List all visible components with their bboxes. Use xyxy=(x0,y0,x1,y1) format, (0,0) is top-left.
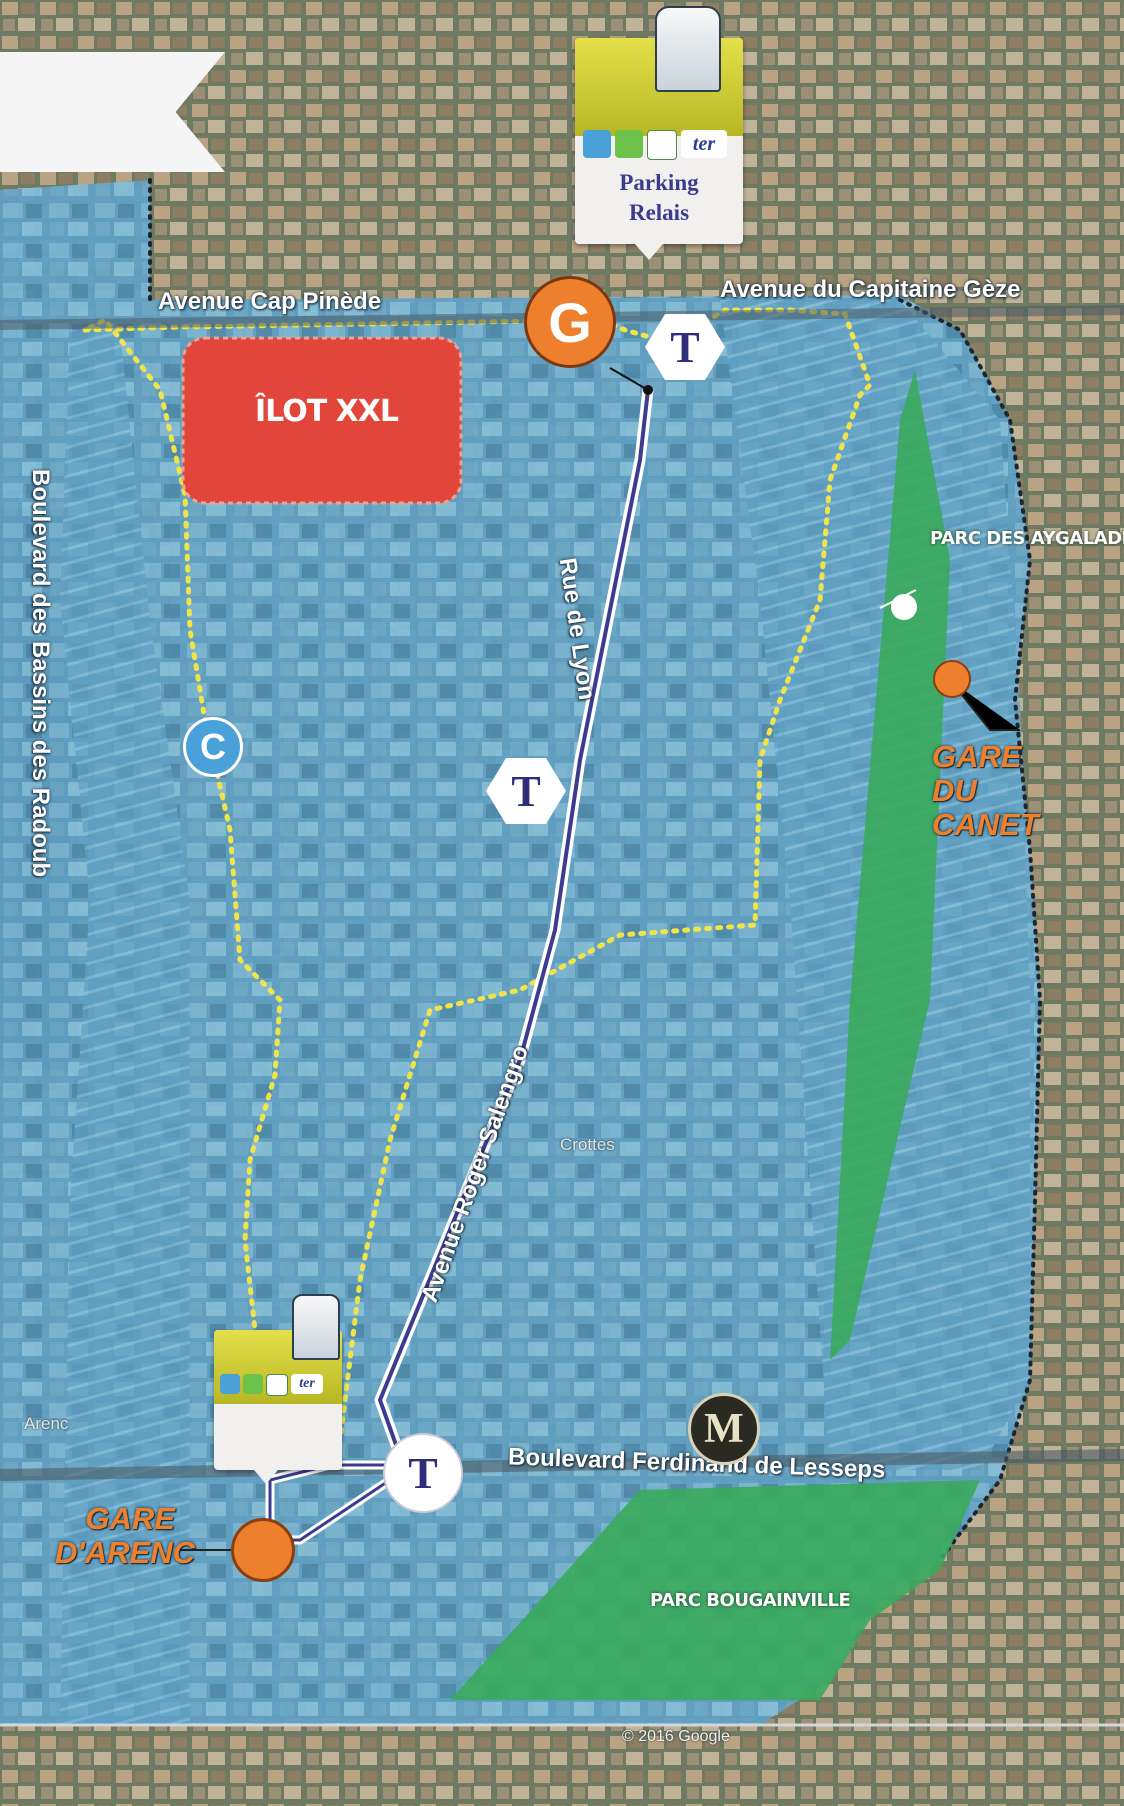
sign-pointer-south-icon xyxy=(254,1470,278,1484)
metro-m-stop-icon[interactable]: M xyxy=(688,1393,760,1465)
parking-south-logos: ter xyxy=(220,1374,323,1396)
tram-vehicle-icon xyxy=(655,6,721,92)
ferry-g-stop-icon[interactable]: G xyxy=(524,276,616,368)
tram-vehicle-south-icon xyxy=(292,1294,340,1360)
place-arenc: Arenc xyxy=(24,1414,69,1433)
ferry-g-letter: G xyxy=(548,290,592,354)
gare-canet-label: GARE DU CANET xyxy=(932,739,1039,842)
project-boundary xyxy=(83,307,873,1464)
car-logo-icon xyxy=(615,130,643,158)
parking-relais-title: Parking Relais xyxy=(619,170,699,225)
sign-pointer-icon xyxy=(635,244,663,260)
parc-aygalades-label: PARC DES AYGALADES xyxy=(930,528,1124,549)
cartreize-logo-south-icon xyxy=(266,1374,288,1396)
bus-c-stop-icon[interactable]: C xyxy=(183,717,243,777)
parc-bougainville-shape xyxy=(450,1480,980,1700)
gare-canet-stop-icon[interactable] xyxy=(933,660,971,698)
cartreize-logo-icon xyxy=(647,130,677,160)
ilot-xxl-label: ÎLOT XXL xyxy=(255,394,399,429)
ter-logo-south-icon: ter xyxy=(291,1374,323,1394)
tram-stop-north-letter: T xyxy=(670,322,700,372)
street-capitaine-geze: Avenue du Capitaine Gèze xyxy=(720,276,1021,303)
tram-stop-south-icon[interactable]: T xyxy=(383,1433,463,1513)
metro-m-letter: M xyxy=(704,1406,744,1452)
ter-logo-text: ter xyxy=(692,133,716,155)
ter-logo-icon: ter xyxy=(681,130,727,158)
ter-logo-south-text: ter xyxy=(299,1376,315,1391)
tram-stop-middle-letter: T xyxy=(511,766,541,816)
place-crottes: Crottes xyxy=(560,1135,615,1154)
parking-relais-north-sign[interactable]: ter Parking Relais xyxy=(575,6,743,260)
parking-north-logos: ter xyxy=(583,130,727,160)
bus-logo-south-icon xyxy=(220,1374,240,1394)
bus-logo-icon xyxy=(583,130,611,158)
map-credit: © 2016 Google xyxy=(622,1728,730,1745)
tram-stop-south-letter: T xyxy=(408,1448,438,1498)
parc-aygalades-shape xyxy=(830,370,950,1360)
street-bassins-radoub: Boulevard des Bassins des Radoub xyxy=(27,469,54,878)
parc-aygalades-marker-icon xyxy=(891,594,917,620)
parking-relais-south-sign[interactable]: ter xyxy=(214,1294,342,1484)
parc-bougainville-label: PARC BOUGAINVILLE xyxy=(650,1590,851,1611)
gare-arenc-stop-icon[interactable] xyxy=(231,1518,295,1582)
ilot-xxl-shape xyxy=(181,336,463,505)
gare-arenc-label: GARE D'ARENC xyxy=(55,1501,195,1570)
bus-c-letter: C xyxy=(200,726,226,767)
street-cap-pinede: Avenue Cap Pinède xyxy=(158,288,382,315)
car-logo-south-icon xyxy=(243,1374,263,1394)
